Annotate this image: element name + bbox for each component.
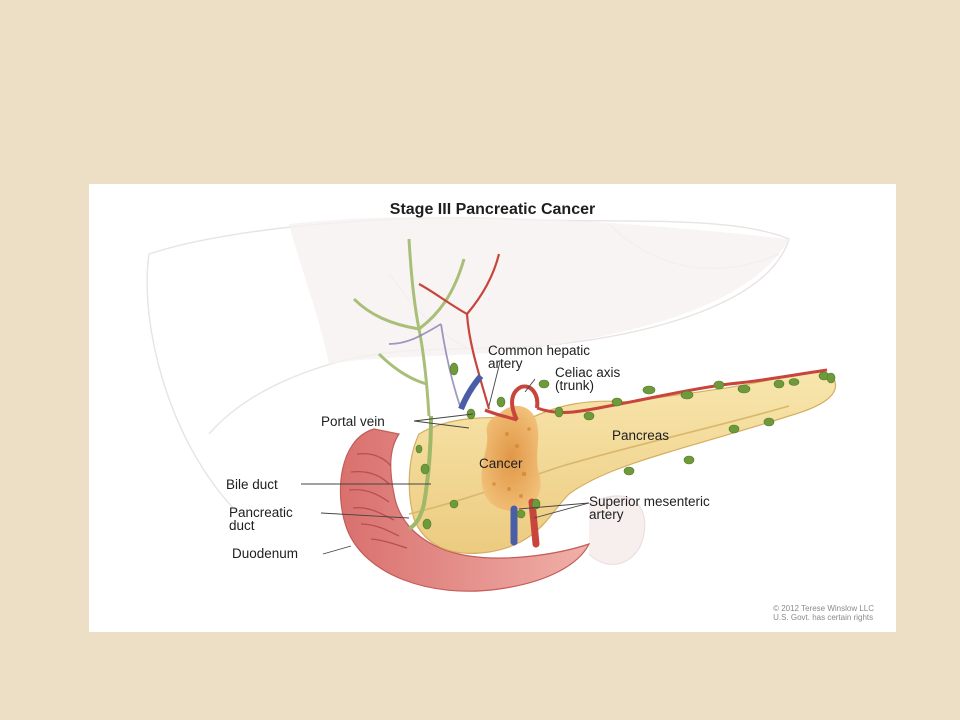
leader-lines bbox=[301, 361, 590, 555]
label-portal-vein: Portal vein bbox=[321, 414, 385, 429]
label-bile-duct: Bile duct bbox=[226, 477, 278, 492]
splenic-artery bbox=[536, 368, 828, 414]
superior-mesenteric-artery bbox=[528, 498, 540, 548]
duodenum bbox=[339, 428, 591, 592]
credit-line-2: U.S. Govt. has certain rights bbox=[773, 613, 874, 622]
illustration-panel: Stage III Pancreatic Cancer Common hepat… bbox=[89, 184, 896, 632]
credit-line-1: © 2012 Terese Winslow LLC bbox=[773, 604, 874, 613]
liver-fill bbox=[289, 216, 789, 364]
label-celiac-axis-line2: (trunk) bbox=[555, 378, 595, 393]
pancreatic-duct bbox=[408, 405, 790, 515]
diagram-title: Stage III Pancreatic Cancer bbox=[389, 201, 596, 218]
label-common-hepatic-artery-line1: Common hepatic bbox=[488, 343, 591, 358]
label-pancreatic-duct-line2: duct bbox=[229, 518, 255, 533]
label-pancreatic-duct-line1: Pancreatic bbox=[229, 505, 293, 520]
duodenum-folds bbox=[348, 452, 408, 549]
common-hepatic-artery bbox=[484, 408, 518, 422]
portal-vein bbox=[458, 374, 484, 411]
stomach-outline bbox=[588, 495, 646, 565]
pancreas-anatomy-illustration bbox=[146, 216, 837, 592]
label-duodenum: Duodenum bbox=[232, 546, 299, 561]
celiac-trunk bbox=[510, 384, 540, 421]
hepatic-vessels bbox=[418, 253, 501, 410]
label-superior-mesenteric-artery-line1: Superior mesenteric bbox=[589, 494, 710, 509]
label-superior-mesenteric-artery-line2: artery bbox=[589, 507, 624, 522]
hepatic-veins bbox=[388, 323, 462, 410]
tumor bbox=[481, 405, 541, 511]
lymph-nodes bbox=[415, 362, 836, 530]
label-pancreas: Pancreas bbox=[612, 428, 670, 443]
label-common-hepatic-artery-line2: artery bbox=[488, 356, 523, 371]
label-cancer: Cancer bbox=[479, 456, 523, 471]
copyright-credit: © 2012 Terese Winslow LLC U.S. Govt. has… bbox=[773, 604, 874, 622]
label-celiac-axis-line1: Celiac axis bbox=[555, 365, 621, 380]
bile-duct bbox=[407, 415, 433, 531]
